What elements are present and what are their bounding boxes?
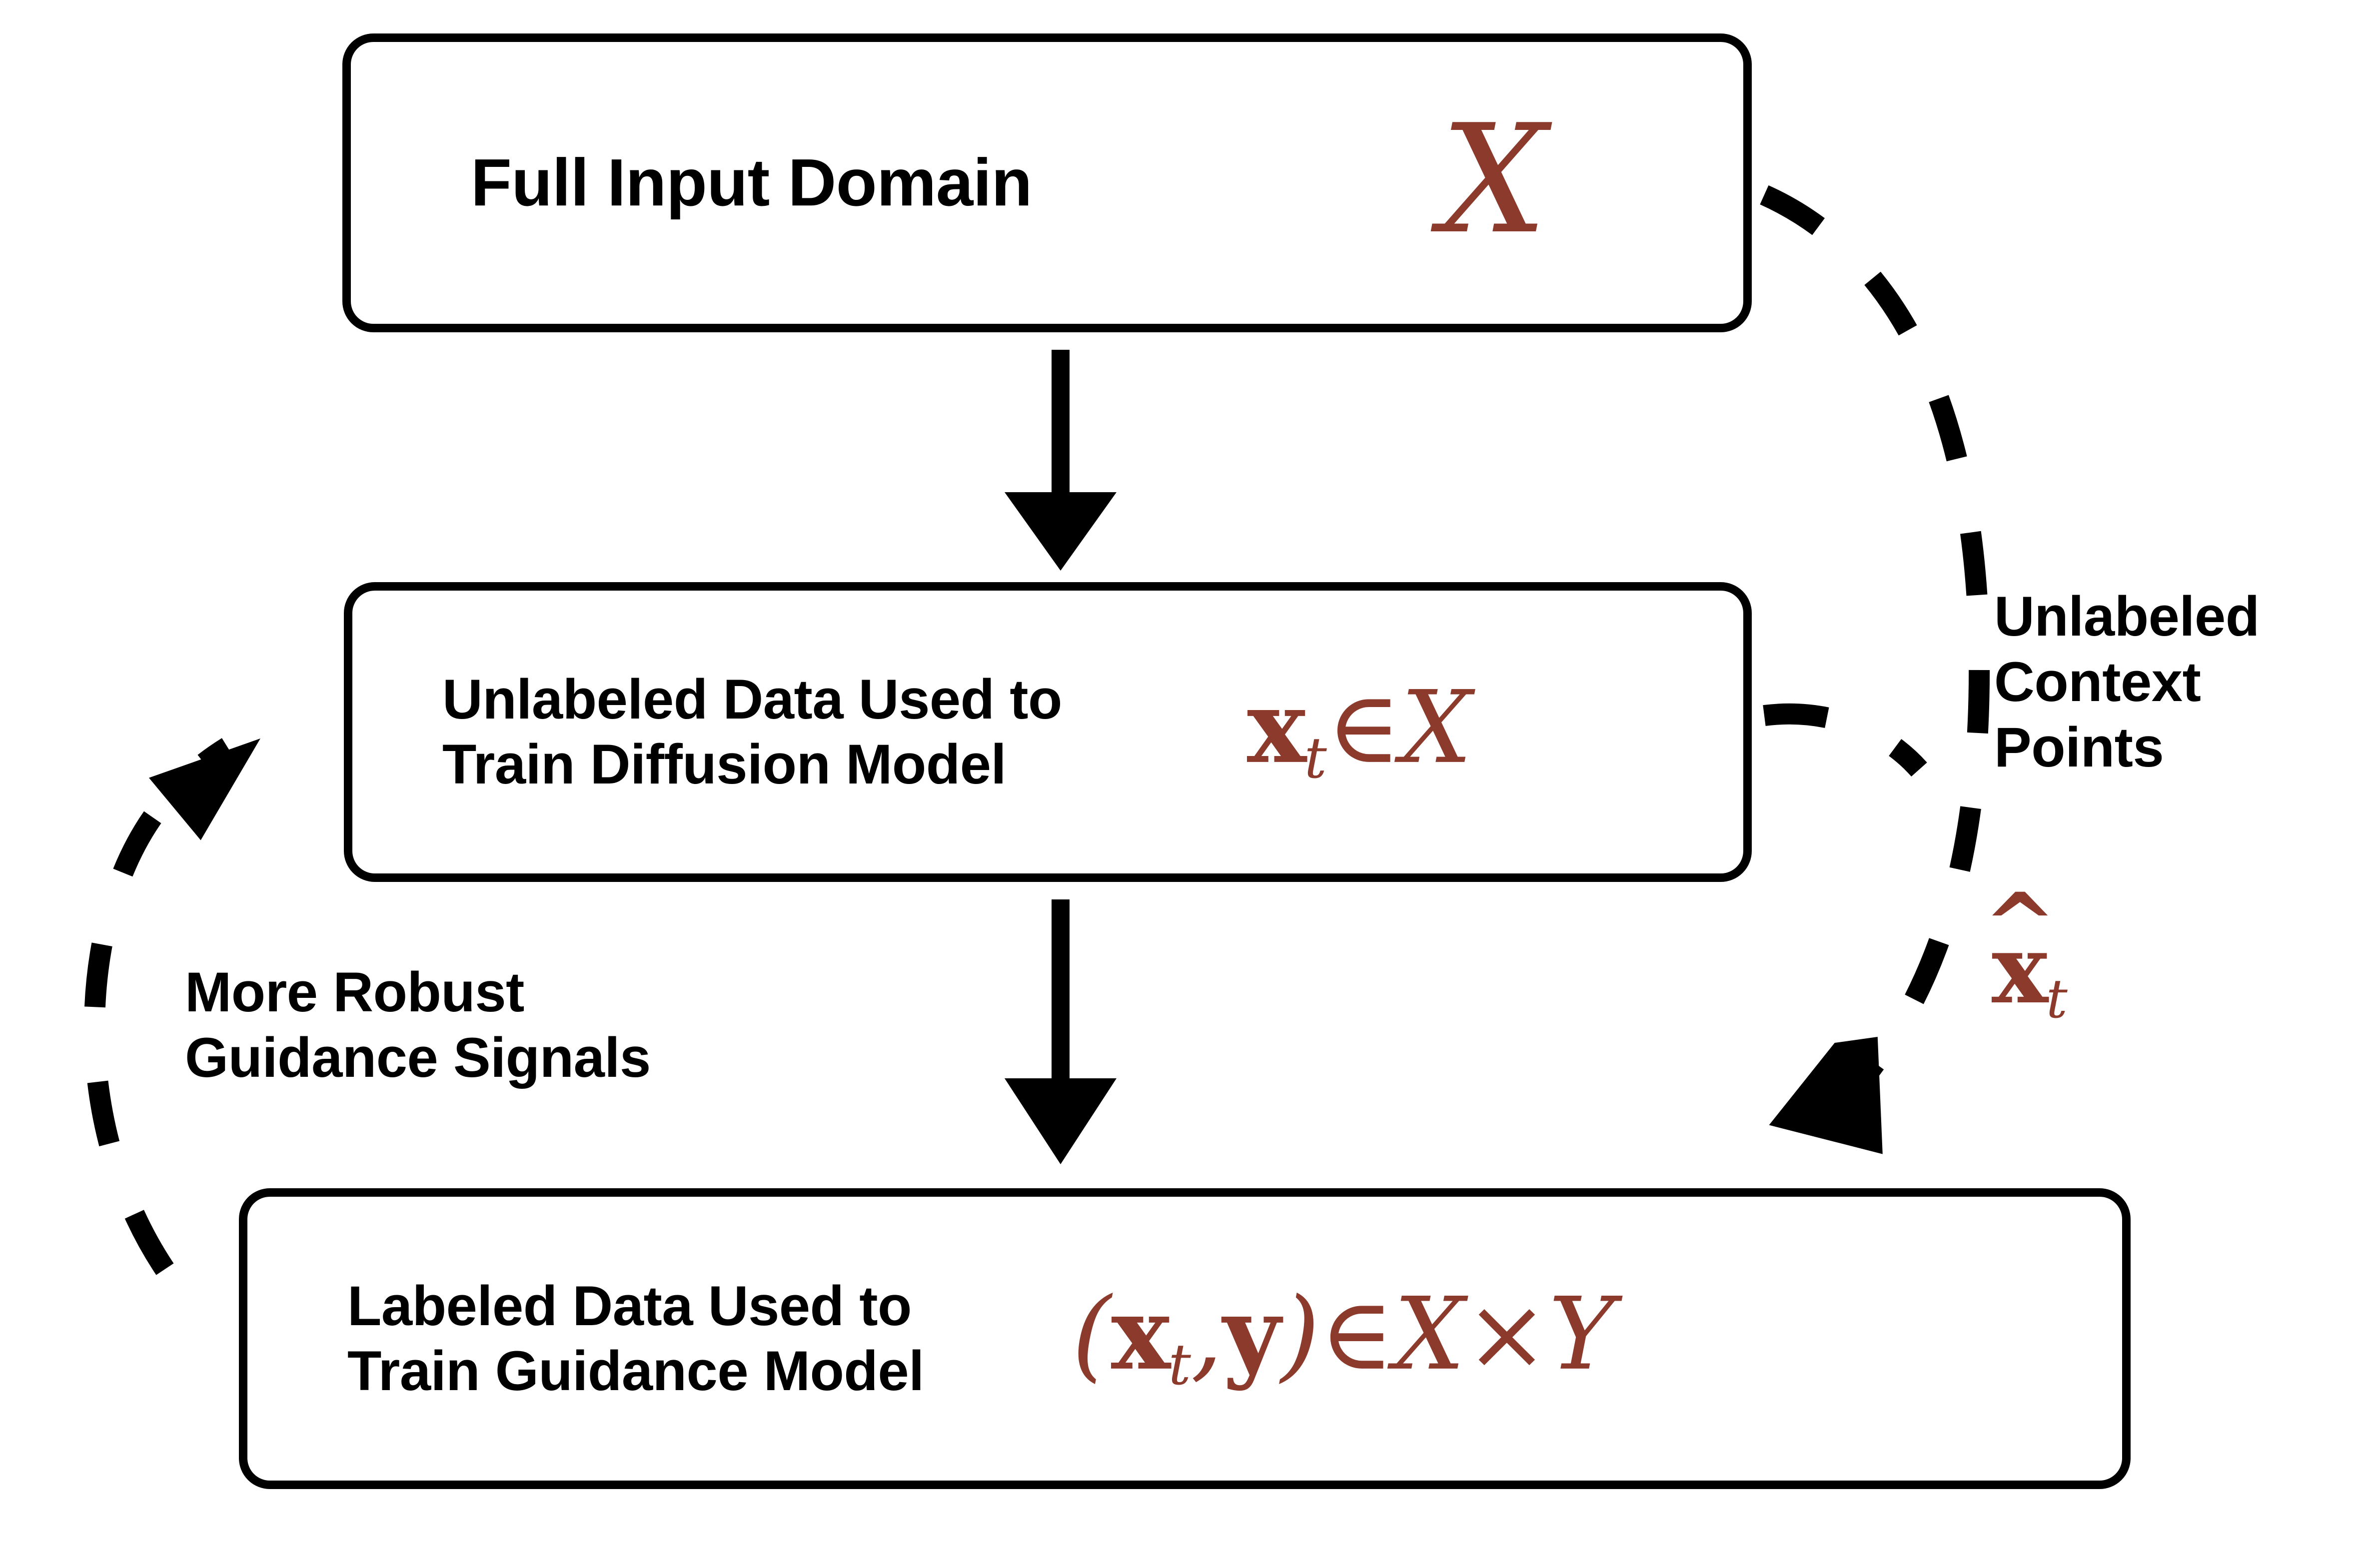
element-of-symbol: ∈	[1326, 669, 1401, 786]
subscript-t: t	[1168, 1333, 1191, 1398]
arrow-middle-to-bottom	[1005, 899, 1117, 1164]
box-unlabeled-data-label: Unlabeled Data Used to Train Diffusion M…	[442, 668, 1062, 795]
bold-x-symbol: x	[1992, 913, 2049, 1025]
box-labeled-data[interactable]: Labeled Data Used to Train Guidance Mode…	[239, 1188, 2131, 1489]
arrow-top-to-middle	[1005, 350, 1117, 571]
math-x-hat-t: ^xt	[1983, 881, 2067, 1026]
math-unlabeled-data: xt∈X	[1247, 677, 1472, 786]
comma-separator: ,	[1190, 1276, 1223, 1393]
calligraphic-x-symbol: X	[1393, 1276, 1465, 1393]
box-full-input-domain-label: Full Input Domain	[471, 145, 1032, 220]
box-unlabeled-data[interactable]: Unlabeled Data Used to Train Diffusion M…	[344, 582, 1752, 882]
bold-x-symbol: x	[1247, 668, 1307, 786]
math-labeled-data: (xt,y)∈X×Y	[1072, 1284, 1615, 1393]
arrow-middle-edge-dash	[1763, 703, 1927, 777]
subscript-t: t	[1304, 726, 1327, 791]
annotation-more-robust-guidance-signals: More Robust Guidance Signals	[185, 961, 651, 1089]
times-symbol: ×	[1465, 1276, 1549, 1393]
right-paren: )	[1280, 1276, 1320, 1393]
bold-x-symbol: x	[1111, 1275, 1171, 1393]
calligraphic-y-symbol: Y	[1548, 1276, 1615, 1393]
math-full-input-domain: X	[1440, 105, 1547, 255]
box-labeled-data-label: Labeled Data Used to Train Guidance Mode…	[347, 1275, 924, 1402]
element-of-symbol: ∈	[1319, 1276, 1394, 1393]
left-paren: (	[1072, 1276, 1112, 1393]
box-full-input-domain[interactable]: Full Input Domain X	[342, 33, 1752, 332]
hat-accent-wrapper: ^x	[1983, 881, 2056, 1017]
calligraphic-x-symbol: X	[1440, 92, 1547, 267]
arrow-domain-to-labeled	[1760, 185, 1990, 1154]
subscript-t: t	[2046, 968, 2068, 1030]
hat-accent: ^	[1983, 873, 2057, 976]
annotation-unlabeled-context-points: Unlabeled Context Points	[1994, 585, 2260, 779]
calligraphic-x-symbol: X	[1400, 669, 1472, 786]
bold-y-symbol: y	[1222, 1275, 1281, 1393]
